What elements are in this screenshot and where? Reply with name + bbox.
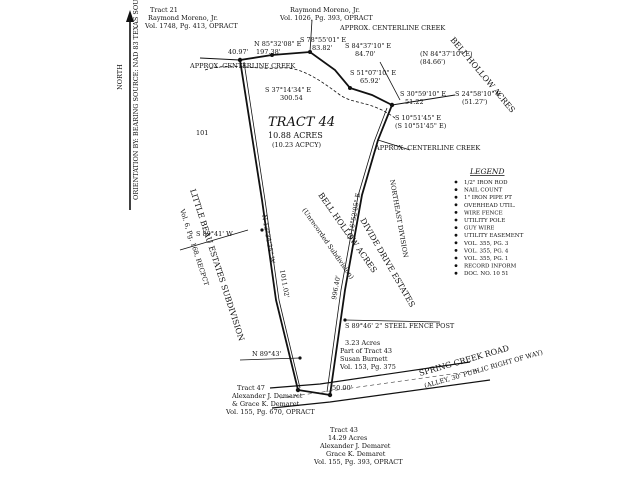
call-16: (N 84°37'10" E): [420, 50, 473, 58]
legend-symbol: [454, 180, 458, 184]
call-14: S 24°58'10" E: [455, 90, 501, 98]
tract-acreage: 10.88 ACRES: [268, 131, 323, 140]
call-5: 83.82': [312, 44, 333, 52]
call-1: 40.97': [228, 48, 249, 56]
tract-43-owner-2: Grace K. Demaret: [326, 450, 386, 458]
approx-cl-right: APPROX. CENTERLINE CREEK: [374, 144, 480, 152]
iron-note-2: S 89°46' 2" STEEL FENCE POST: [345, 322, 455, 330]
tract-47-owner-2: & Grace K. Demaret: [232, 400, 300, 408]
call-6: S 84°37'10" E: [345, 42, 391, 50]
tract-acreage-sub: (10.23 ACPCY): [272, 141, 322, 149]
legend-item: DOC. NO. 10 51: [464, 271, 509, 277]
approx-cl-left: APPROX. CENTERLINE CREEK: [189, 62, 295, 70]
legend-item: OVERHEAD UTIL.: [464, 203, 516, 209]
legend-item: 1" IRON PIPE PT: [464, 195, 512, 201]
approx-cl-top: APPROX. CENTERLINE CREEK: [339, 24, 445, 32]
legend-title: LEGEND: [469, 167, 505, 176]
call-4: S 78°55'01" E: [300, 36, 346, 44]
iron-note-1: S 89°41' W: [196, 230, 233, 238]
hole-line-3: Vol. 153, Pg. 375: [339, 363, 396, 371]
tract-21-owner: Raymond Moreno, Jr.: [148, 14, 218, 22]
legend-symbol: [454, 211, 458, 214]
adjacent-boundaries: [179, 19, 456, 361]
legend-item: VOL. 355, PG. 3: [463, 241, 509, 247]
bearing-source-note: ORIENTATION BY: BEARING SOURCE: NAD 83 T…: [132, 0, 140, 200]
legend-symbol: [454, 195, 458, 199]
call-11: 300.54: [280, 94, 303, 102]
hole-area: 3.23 Acres: [345, 339, 380, 347]
call-3: 197.38': [256, 48, 281, 56]
label-101: 101: [196, 129, 208, 137]
hole-line-2: Susan Burnett: [340, 355, 388, 363]
top-owner: Raymond Moreno, Jr.: [290, 6, 360, 14]
survey-monuments: [237, 50, 395, 398]
tract-21-deed: Vol. 1748, Pg. 413, OPRACT: [144, 22, 238, 30]
call-12: S 30°59'10" E: [400, 90, 446, 98]
call-15: (51.27'): [462, 98, 488, 106]
tract-47-owner-1: Alexander J. Demaret: [231, 392, 303, 400]
top-deed: Vol. 1026, Pg. 393, OPRACT: [279, 14, 373, 22]
legend-symbol: [454, 188, 458, 192]
call-7: 84.70': [355, 50, 376, 58]
legend-item: NAIL COUNT: [464, 188, 503, 194]
legend-item: 1/2" IRON ROD: [464, 180, 508, 186]
hole-line-1: Part of Tract 43: [340, 347, 392, 355]
tract-43-deed: Vol. 155, Pg. 393, OPRACT: [313, 458, 403, 466]
iron-note-3: N 89°43': [252, 350, 282, 358]
legend-item: UTILITY EASEMENT: [464, 233, 524, 239]
call-13: 51.22: [405, 98, 424, 106]
legend-symbol: [454, 226, 458, 230]
call-8: S 51°07'10" E: [350, 69, 396, 77]
north-arrow: NORTH ORIENTATION BY: BEARING SOURCE: NA…: [116, 0, 140, 210]
tract-43-label: Tract 43: [330, 426, 358, 434]
legend-symbol: [454, 271, 458, 275]
legend-symbol: [454, 249, 458, 252]
legend-item: VOL. 355, PG. 4: [463, 248, 509, 254]
tract-21-label: Tract 21: [150, 6, 178, 14]
north-label: NORTH: [116, 64, 124, 90]
call-10: S 37°14'34" E: [265, 86, 311, 94]
tract-47-deed: Vol. 155, Pg. 670, OPRACT: [225, 408, 315, 416]
legend-item: RECORD INFORM: [464, 264, 517, 270]
legend-symbol: [454, 241, 458, 245]
tract-43-area: 14.29 Acres: [328, 434, 367, 442]
tract-title: TRACT 44: [268, 115, 335, 130]
legend-symbol: [454, 233, 458, 237]
legend-item: GUY WIRE: [464, 226, 494, 232]
tract-43-owner-1: Alexander J. Demaret: [319, 442, 391, 450]
call-2: N 85°32'08" E: [254, 40, 302, 48]
legend-item: UTILITY POLE: [464, 218, 505, 224]
legend-item: VOL. 355, PG. 1: [463, 256, 508, 262]
call-9: 65.92': [360, 77, 381, 85]
call-19: (S 10°51'45" E): [395, 122, 447, 130]
spring-creek-road: [269, 361, 491, 409]
legend-item: WIRE FENCE: [464, 210, 503, 216]
call-17: (84.66'): [420, 58, 446, 66]
tract-47-label: Tract 47: [237, 384, 265, 392]
call-18: S 10°51'45" E: [395, 114, 441, 122]
south-call: 50.00': [332, 384, 353, 392]
legend-symbol: [454, 203, 458, 207]
legend-symbol: [454, 256, 458, 260]
legend-symbol: [454, 218, 458, 222]
legend-symbol: [454, 264, 458, 267]
